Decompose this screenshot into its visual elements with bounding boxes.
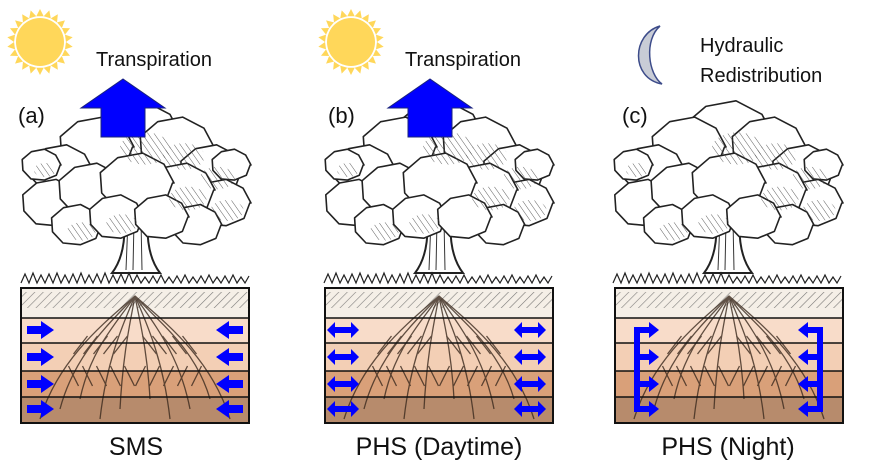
- transpiration-label: Transpiration: [96, 49, 212, 71]
- left-arrow-icon: [216, 375, 243, 393]
- left-arrow-icon: [216, 348, 243, 366]
- right-arrow-icon: [27, 375, 54, 393]
- caption: PHS (Night): [661, 433, 794, 461]
- caption: PHS (Daytime): [356, 433, 523, 461]
- panel-label: (c): [622, 103, 648, 128]
- double-arrow-icon: [327, 349, 359, 365]
- hydraulic-label: Hydraulic: [700, 35, 783, 57]
- tree-icon: [612, 100, 844, 285]
- double-arrow-icon: [514, 376, 546, 392]
- left-arrow-icon: [216, 321, 243, 339]
- double-arrow-icon: [514, 322, 546, 338]
- sun-icon: [318, 9, 384, 75]
- right-arrow-icon: [637, 376, 659, 392]
- left-arrow-icon: [798, 349, 820, 365]
- right-arrow-icon: [27, 321, 54, 339]
- moon-icon: [637, 25, 663, 85]
- panel-c: Hydraulic Redistribution (c) PHS (Night): [612, 25, 844, 461]
- left-arrow-icon: [798, 401, 820, 417]
- tree-icon: [323, 100, 555, 285]
- right-arrow-icon: [637, 349, 659, 365]
- right-arrow-icon: [27, 400, 54, 418]
- inflow-arrows: [27, 321, 243, 418]
- left-arrow-icon: [216, 400, 243, 418]
- redistribution-arrows: [634, 322, 823, 417]
- soil-profile: [614, 287, 844, 424]
- double-arrow-icon: [327, 401, 359, 417]
- up-arrow-icon: [79, 78, 167, 138]
- double-arrow-icon: [327, 322, 359, 338]
- panel-label: (a): [18, 103, 45, 128]
- left-arrow-icon: [798, 322, 820, 338]
- double-arrow-icon: [514, 349, 546, 365]
- left-arrow-icon: [798, 376, 820, 392]
- double-arrow-icon: [327, 376, 359, 392]
- caption: SMS: [109, 433, 163, 461]
- right-arrow-icon: [27, 348, 54, 366]
- redistribution-label: Redistribution: [700, 65, 822, 87]
- double-arrow-icon: [514, 401, 546, 417]
- right-arrow-icon: [637, 401, 659, 417]
- soil-profile: [20, 287, 250, 424]
- bidirectional-arrows: [327, 322, 546, 417]
- panel-a: Transpiration (a) SMS: [7, 9, 252, 461]
- panel-b: Transpiration (b) PHS (Daytime): [318, 9, 555, 461]
- up-arrow-icon: [386, 78, 474, 138]
- sun-icon: [7, 9, 73, 75]
- right-arrow-icon: [637, 322, 659, 338]
- transpiration-label: Transpiration: [405, 49, 521, 71]
- panel-label: (b): [328, 103, 355, 128]
